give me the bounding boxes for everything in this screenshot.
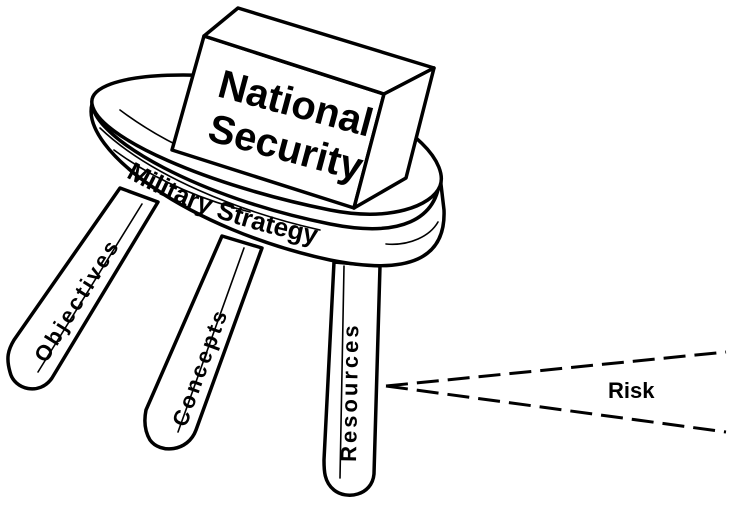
leg-label-resources: Resources <box>336 322 363 462</box>
risk-label: Risk <box>608 378 655 403</box>
leg-concepts <box>143 234 264 451</box>
risk-wedge: Risk <box>385 350 727 434</box>
leg-resources <box>322 260 382 497</box>
leg-objectives <box>6 186 160 391</box>
national-security-box: National Security <box>170 6 436 210</box>
